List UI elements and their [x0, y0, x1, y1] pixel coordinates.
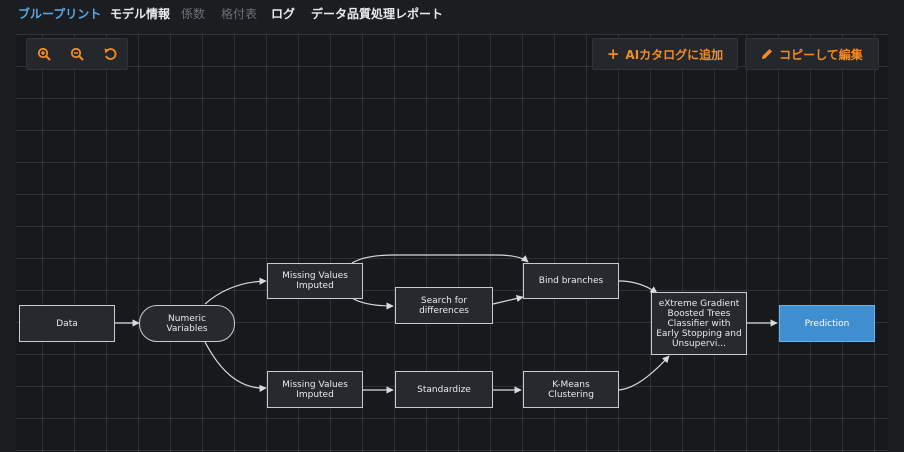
copy-and-edit-label: コピーして編集: [779, 47, 863, 62]
add-to-ai-catalog-label: AIカタログに追加: [625, 47, 724, 62]
node-numeric-variables-label: Numeric Variables: [166, 313, 208, 334]
node-bind-branches[interactable]: Bind branches: [523, 263, 619, 299]
node-search-for-differences-label: Search for differences: [419, 295, 469, 316]
node-xgboost-classifier-label: eXtreme Gradient Boosted Trees Classifie…: [656, 298, 742, 349]
node-data-label: Data: [56, 318, 78, 329]
reset-icon: [104, 48, 117, 60]
edge-missing-top-search: [351, 297, 394, 310]
zoom-controls: [26, 38, 128, 70]
tab-bar: ブループリント モデル情報 係数 格付表 ログ データ品質処理レポート: [0, 0, 904, 28]
node-missing-values-top[interactable]: Missing Values Imputed: [267, 263, 363, 299]
tab-log[interactable]: ログ: [271, 7, 296, 21]
copy-and-edit-button[interactable]: コピーして編集: [745, 38, 879, 70]
node-search-for-differences[interactable]: Search for differences: [395, 287, 493, 324]
node-data[interactable]: Data: [19, 305, 115, 342]
add-to-ai-catalog-button[interactable]: + AIカタログに追加: [592, 38, 738, 70]
edge-numeric-missing-top: [204, 277, 267, 305]
node-missing-values-bottom[interactable]: Missing Values Imputed: [267, 371, 363, 408]
edge-kmeans-xgb: [618, 355, 670, 391]
edge-bind-xgb: [618, 280, 658, 294]
zoom-out-button[interactable]: [67, 44, 87, 64]
zoom-in-icon: [37, 47, 51, 61]
tab-coefficients[interactable]: 係数: [181, 7, 206, 21]
node-k-means-clustering-label: K-Means Clustering: [548, 379, 594, 400]
tab-rating-table[interactable]: 格付表: [221, 7, 258, 21]
plus-icon: +: [606, 45, 620, 63]
node-xgboost-classifier[interactable]: eXtreme Gradient Boosted Trees Classifie…: [651, 292, 747, 355]
tab-model-info[interactable]: モデル情報: [110, 7, 171, 21]
pencil-icon: [762, 49, 773, 59]
node-missing-values-top-label: Missing Values Imputed: [282, 271, 348, 291]
zoom-in-button[interactable]: [34, 44, 54, 64]
node-standardize-label: Standardize: [417, 384, 471, 395]
node-numeric-variables[interactable]: Numeric Variables: [139, 305, 235, 342]
tab-blueprint[interactable]: ブループリント: [18, 7, 102, 21]
edge-missing-top-bind: [351, 254, 529, 264]
node-missing-values-bottom-label: Missing Values Imputed: [282, 379, 348, 400]
reset-view-button[interactable]: [100, 44, 120, 64]
node-k-means-clustering[interactable]: K-Means Clustering: [523, 371, 619, 408]
node-prediction-label: Prediction: [804, 318, 850, 329]
node-prediction[interactable]: Prediction: [779, 305, 875, 342]
edge-numeric-missing-bottom: [204, 341, 267, 392]
tab-data-quality-report[interactable]: データ品質処理レポート: [311, 7, 444, 21]
node-bind-branches-label: Bind branches: [538, 276, 604, 286]
node-standardize[interactable]: Standardize: [395, 371, 493, 408]
edge-search-bind: [492, 294, 524, 305]
zoom-out-icon: [70, 47, 84, 61]
